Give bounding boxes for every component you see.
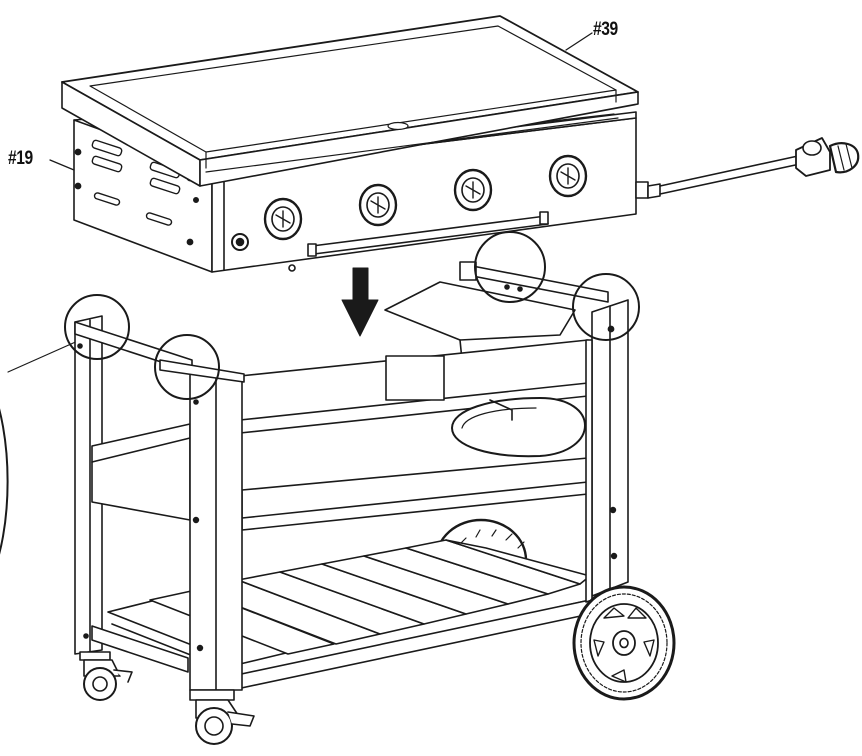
detail-circle-icon (0, 388, 8, 575)
left-side-panel (92, 424, 190, 520)
middle-shelf (242, 458, 588, 518)
leader-line-19 (50, 160, 74, 170)
front-right-leg (586, 340, 592, 602)
rear-left-leg (75, 316, 102, 654)
griddle-top (62, 16, 638, 186)
callout-burner-box: #19 (8, 148, 33, 169)
cart (0, 232, 674, 744)
detail-circle-icon (475, 232, 545, 302)
tank-ring (452, 398, 585, 456)
leader-line-39 (566, 33, 592, 50)
callout-griddle-top: #39 (593, 19, 618, 40)
down-arrow-icon (342, 268, 378, 336)
detail-circle-icon (573, 274, 639, 340)
control-knobs (265, 156, 586, 239)
gas-hose-regulator (636, 138, 858, 198)
rear-left-caster (80, 652, 132, 700)
detail-circle-icon (155, 335, 219, 399)
front-left-caster (190, 690, 254, 744)
rear-tray (385, 282, 575, 340)
detail-leader-line (8, 340, 80, 372)
front-panel-label-plate (386, 356, 444, 400)
detail-circle-icon (65, 295, 129, 359)
front-right-wheel (574, 587, 674, 699)
